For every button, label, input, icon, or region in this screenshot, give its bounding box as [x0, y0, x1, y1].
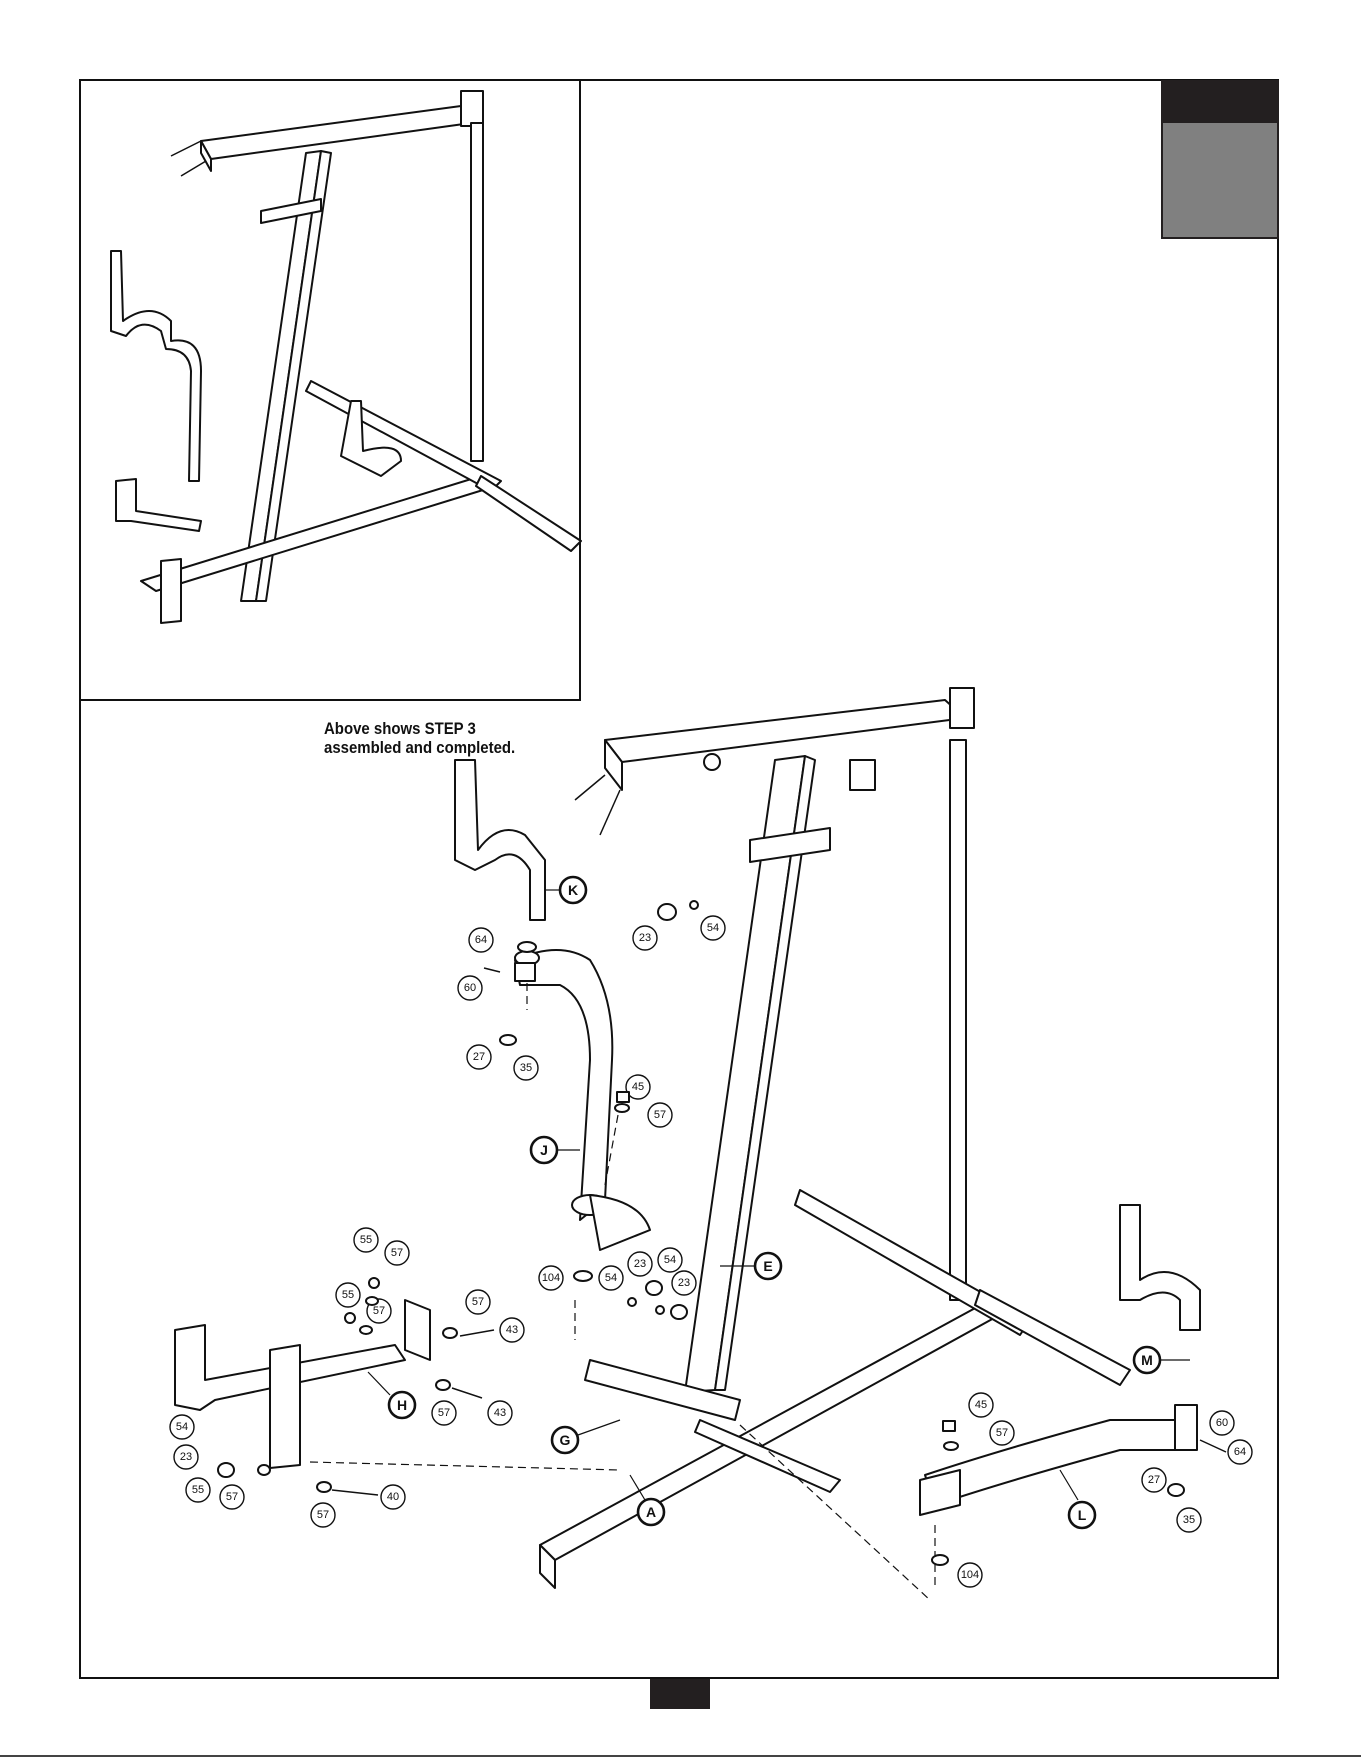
- inset-drawing: [81, 81, 583, 703]
- inset-completed-step: Above shows STEP 3 assembled and complet…: [79, 79, 581, 701]
- inset-caption-line-1: Above shows STEP 3: [324, 719, 515, 738]
- section-tab-gray: [1161, 121, 1279, 239]
- inset-left-arm: [111, 251, 201, 481]
- inset-base-rail: [141, 476, 496, 591]
- inset-caption: Above shows STEP 3 assembled and complet…: [324, 719, 515, 757]
- section-tab-dark: [1161, 80, 1279, 121]
- inset-rear-upright: [471, 123, 483, 461]
- page-number-box: [650, 1679, 710, 1709]
- bottom-rule: [0, 1755, 1361, 1757]
- inset-top-beam: [201, 106, 471, 159]
- inset-caption-line-2: assembled and completed.: [324, 738, 515, 757]
